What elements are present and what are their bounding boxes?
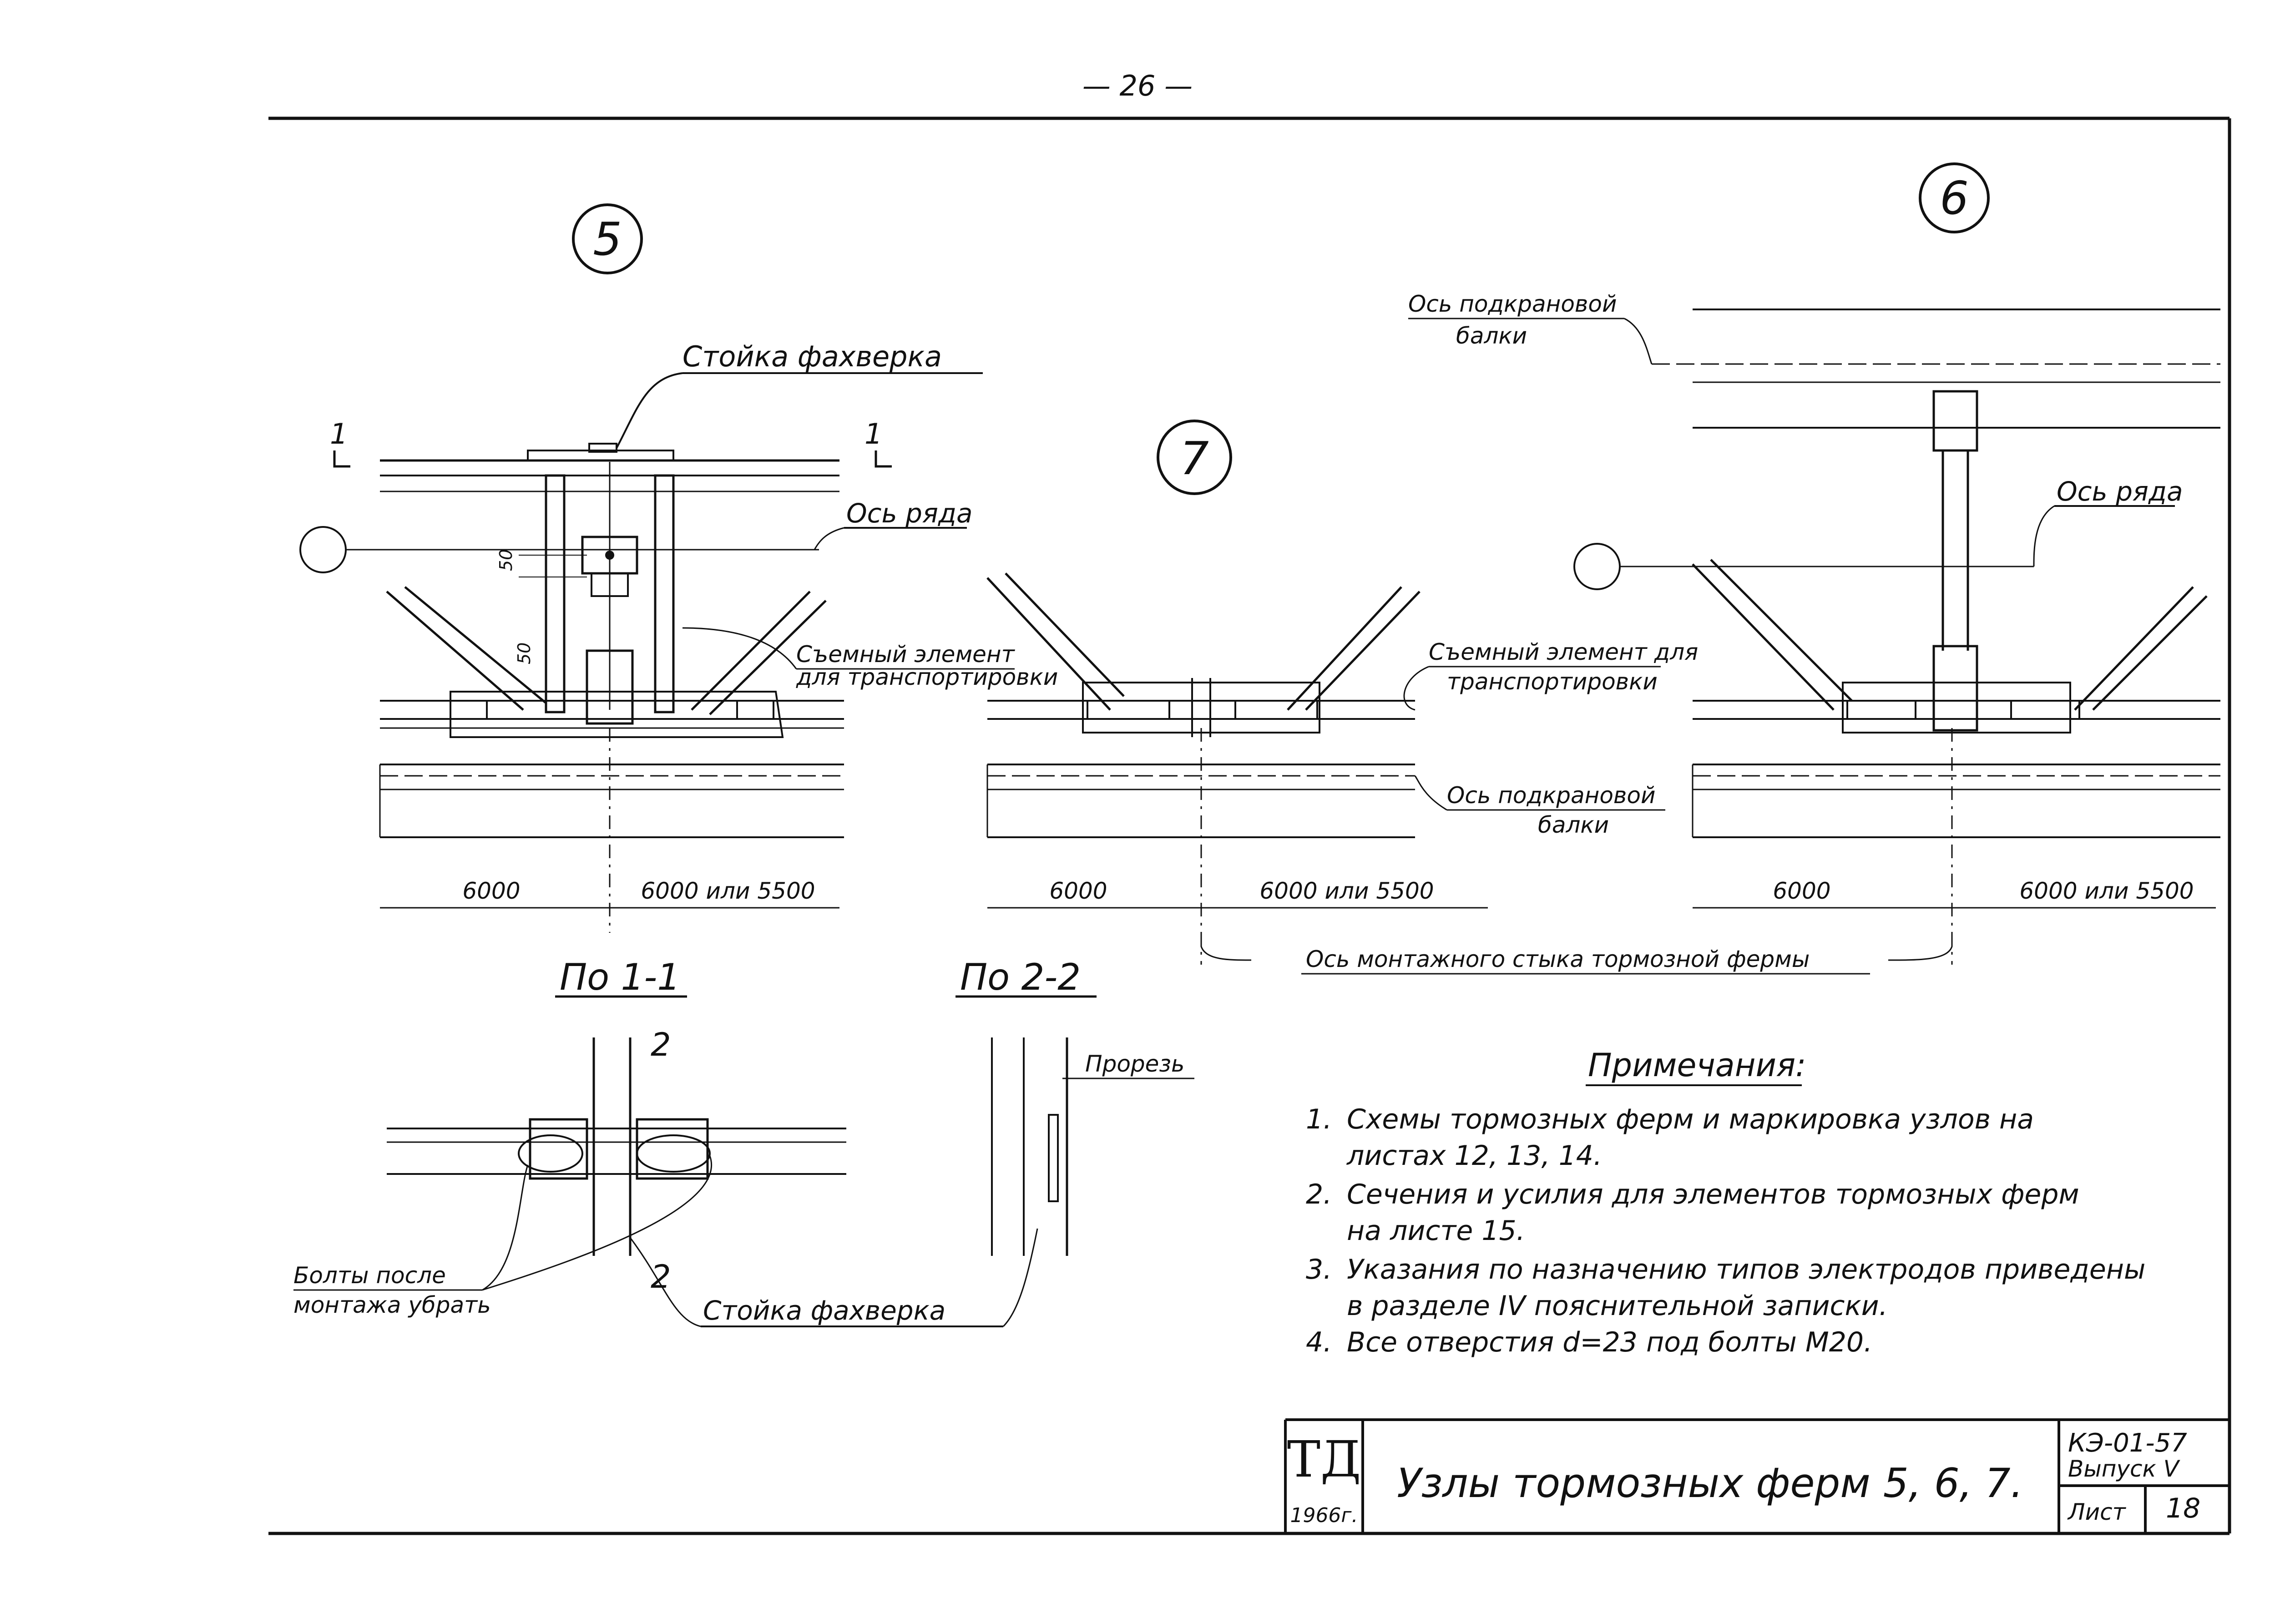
title-block: ТД 1966г. Узлы тормозных ферм 5, 6, 7. К… xyxy=(1284,1418,2230,1533)
notes-block: Примечания: 1. Схемы тормозных ферм и ма… xyxy=(1306,1047,2145,1358)
section22-title: По 2-2 xyxy=(960,956,1081,998)
node5-stoyka-label: Стойка фахверка xyxy=(682,340,942,373)
note-3-number: 3. xyxy=(1306,1254,1332,1285)
node5-dim-right: 6000 или 5500 xyxy=(641,878,815,904)
note-3-line1: Указания по назначению типов электродов … xyxy=(1347,1254,2145,1285)
page-number: — 26 — xyxy=(1082,69,1193,102)
title-block-year: 1966г. xyxy=(1290,1504,1358,1527)
node5-removable-label-1: Съемный элемент xyxy=(796,641,1016,668)
note-4-line1: Все отверстия d=23 под болты М20. xyxy=(1347,1326,1872,1358)
title-block-code: КЭ-01-57 xyxy=(2068,1428,2187,1458)
splice-axis-callout: Ось монтажного стыка тормозной фермы xyxy=(1200,933,1953,975)
node7-marker: 7 xyxy=(1180,432,1209,485)
section11-cut-bottom: 2 xyxy=(651,1258,671,1295)
node7-dim-right: 6000 или 5500 xyxy=(1259,878,1434,904)
node6-dim-right: 6000 или 5500 xyxy=(2019,878,2194,904)
node7-crane-axis-label-1: Ось подкрановой xyxy=(1447,782,1655,809)
node6-crane-axis-label-1: Ось подкрановой xyxy=(1408,291,1617,317)
section11-bolts-label-2: монтажа убрать xyxy=(293,1292,491,1318)
node5-drawing: 5 Стойка фахверка 1 1 Ось ряда 50 5 xyxy=(299,203,1058,933)
stoyka-bottom-label: Стойка фахверка xyxy=(703,1295,945,1326)
node5-marker: 5 xyxy=(593,212,622,266)
section-2-2: По 2-2 Прорезь xyxy=(956,956,1194,1256)
title-block-sheet-number: 18 xyxy=(2166,1492,2200,1524)
node5-dim-50-top: 50 xyxy=(496,549,516,571)
section11-cut-top: 2 xyxy=(651,1026,671,1063)
node6-row-axis-label: Ось ряда xyxy=(2057,476,2183,507)
node7-removable-label-2: транспортировки xyxy=(1447,668,1658,695)
node6-drawing: 6 Ось подкрановой балки Ось ряда xyxy=(1408,162,2220,965)
note-1-number: 1. xyxy=(1306,1103,1332,1135)
node7-drawing: 7 Съемный элемент для транспортировки Ос… xyxy=(986,420,1698,965)
note-2-line2: на листе 15. xyxy=(1347,1215,1525,1247)
node5-dim-50-bottom: 50 xyxy=(514,643,534,664)
sheet-frame xyxy=(268,116,2231,1535)
node5-row-axis-label: Ось ряда xyxy=(846,498,973,529)
title-block-issue: Выпуск V xyxy=(2068,1456,2181,1482)
note-2-number: 2. xyxy=(1306,1179,1332,1210)
section11-bolts-label-1: Болты после xyxy=(293,1262,446,1289)
node5-cut-right: 1 xyxy=(864,417,882,450)
node5-removable-label-2: для транспортировки xyxy=(796,664,1058,690)
node6-crane-axis-label-2: балки xyxy=(1456,323,1527,349)
node7-dim-left: 6000 xyxy=(1049,878,1107,904)
node6-dim-left: 6000 xyxy=(1773,878,1830,904)
note-3-line2: в разделе IV пояснительной записки. xyxy=(1347,1290,1888,1322)
node6-marker: 6 xyxy=(1940,172,1969,225)
section-1-1: По 1-1 2 2 Болты после монтажа убрать xyxy=(293,956,846,1318)
note-1-line2: листах 12, 13, 14. xyxy=(1346,1140,1602,1172)
node7-crane-axis-label-2: балки xyxy=(1538,812,1609,838)
node5-dim-left: 6000 xyxy=(462,878,520,904)
note-1-line1: Схемы тормозных ферм и маркировка узлов … xyxy=(1347,1103,2034,1135)
section11-title: По 1-1 xyxy=(560,956,680,998)
notes-title: Примечания: xyxy=(1588,1047,1806,1084)
node7-removable-label-1: Съемный элемент для xyxy=(1429,639,1698,665)
note-4-number: 4. xyxy=(1306,1326,1332,1358)
title-block-title: Узлы тормозных ферм 5, 6, 7. xyxy=(1397,1460,2023,1507)
title-block-sheet-label: Лист xyxy=(2067,1499,2127,1525)
note-2-line1: Сечения и усилия для элементов тормозных… xyxy=(1347,1179,2079,1210)
stoyka-bottom-callout: Стойка фахверка xyxy=(629,1228,1038,1327)
node5-cut-left: 1 xyxy=(330,417,348,450)
section22-slot-label: Прорезь xyxy=(1085,1051,1184,1077)
splice-axis-label: Ось монтажного стыка тормозной фермы xyxy=(1306,946,1810,972)
title-block-logo: ТД xyxy=(1287,1430,1361,1488)
